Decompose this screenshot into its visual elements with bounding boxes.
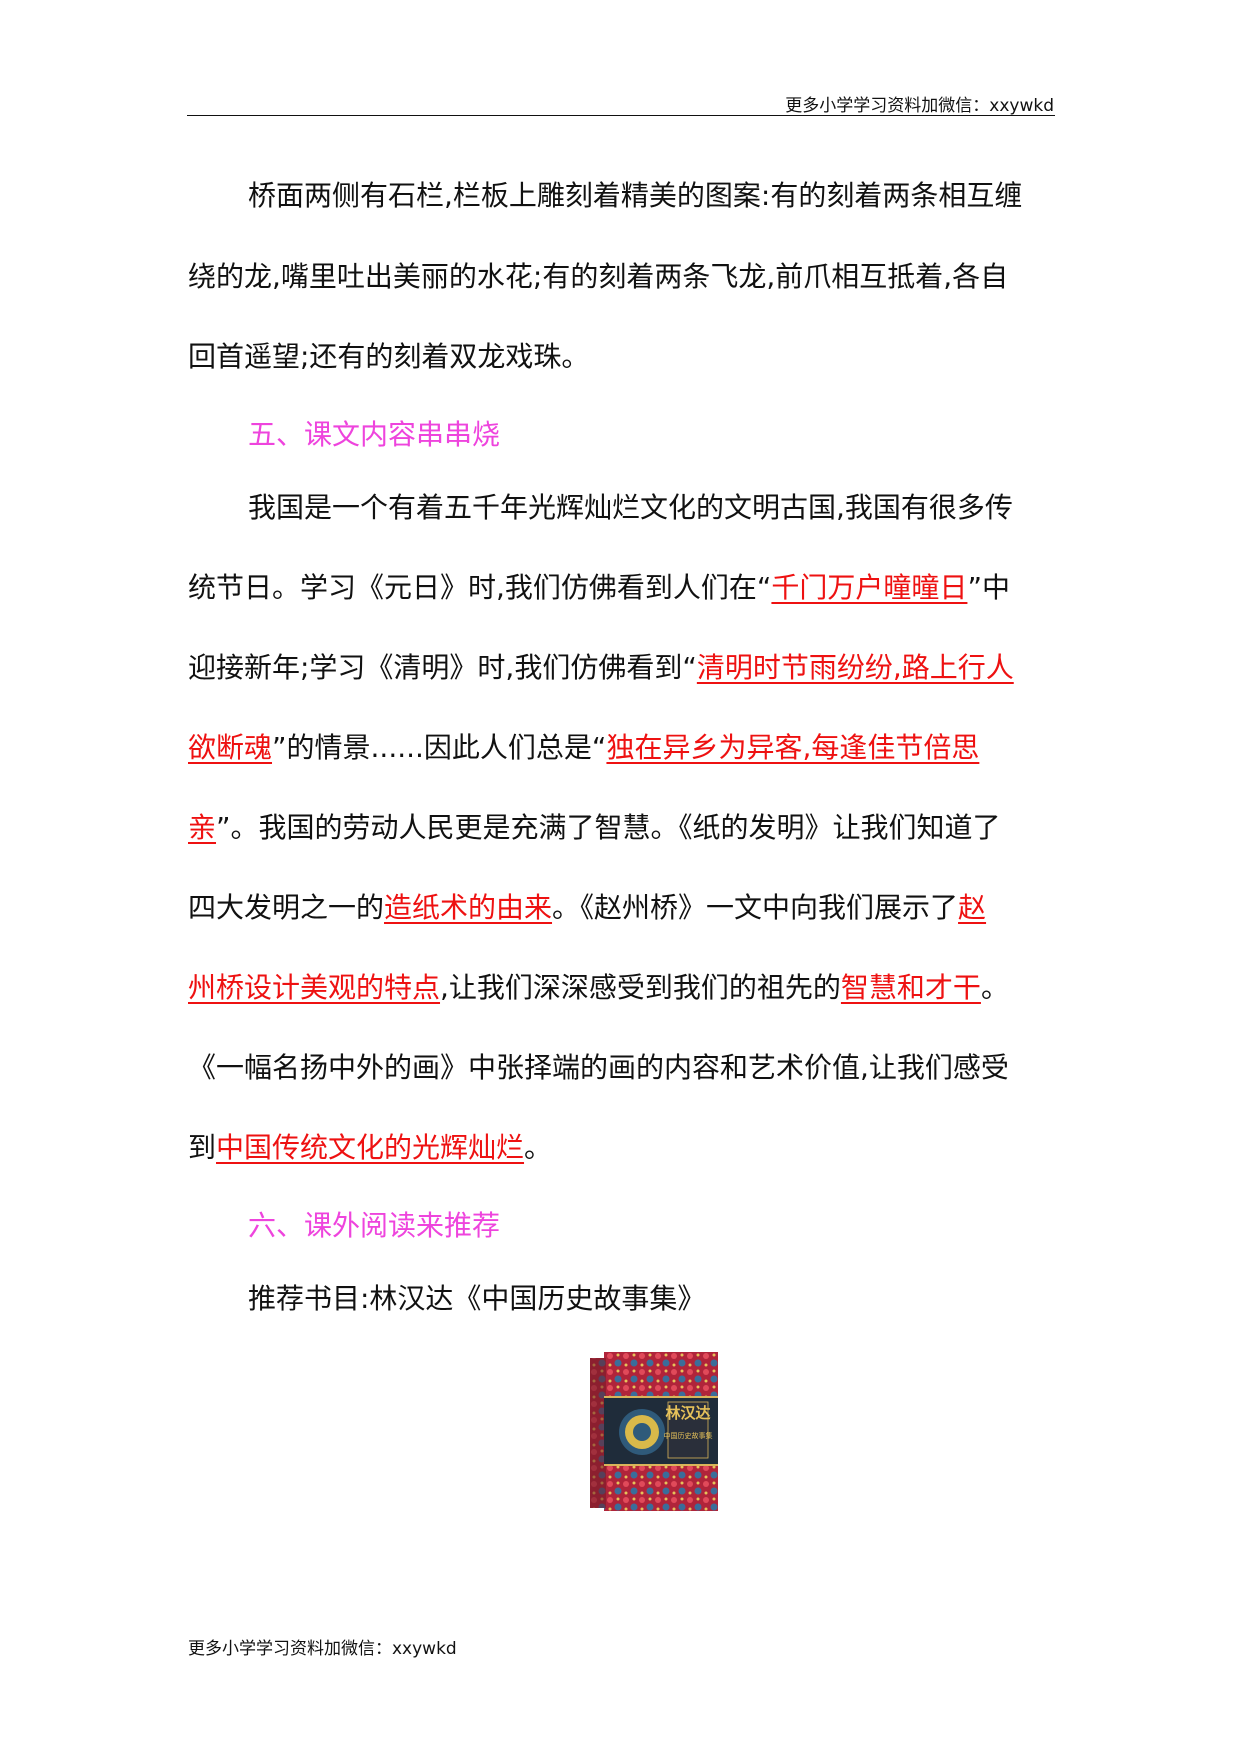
highlight-phrase: 千门万户曈曈日 [771,571,968,604]
paragraph-line: 统节日。学习《元日》时,我们仿佛看到人们在“千门万户曈曈日”中 [188,568,1010,608]
highlight-phrase: 清明时节雨纷纷,路上行人 [696,651,1014,684]
highlight-phrase: 州桥设计美观的特点 [188,971,441,1004]
paragraph-line: 《一幅名扬中外的画》中张择端的画的内容和艺术价值,让我们感受 [188,1051,1009,1084]
text-segment: ”的情景......因此人们总是“ [272,731,607,764]
paragraph-line: 我国是一个有着五千年光辉灿烂文化的文明古国,我国有很多传 [248,491,1013,524]
footer-note: 更多小学学习资料加微信：xxywkd [188,1639,457,1659]
paragraph-line: 绕的龙,嘴里吐出美丽的水花;有的刻着两条飞龙,前爪相互抵着,各自 [188,260,1009,293]
text-segment: 。 [980,971,1009,1004]
paragraph-line: 迎接新年;学习《清明》时,我们仿佛看到“清明时节雨纷纷,路上行人 [188,648,1014,688]
highlight-phrase: 造纸术的由来 [384,891,553,924]
highlight-phrase: 赵 [958,891,987,924]
text-segment: ,让我们深深感受到我们的祖先的 [440,971,841,1004]
book-author-text: 林汉达 [665,1404,710,1422]
paragraph-line: 亲”。我国的劳动人民更是充满了智慧。《纸的发明》让我们知道了 [188,808,1001,848]
paragraph-line: 四大发明之一的造纸术的由来。《赵州桥》一文中向我们展示了赵 [188,888,986,928]
header-note: 更多小学学习资料加微信：xxywkd [785,96,1054,116]
highlight-phrase: 中国传统文化的光辉灿烂 [216,1131,525,1164]
highlight-phrase: 欲断魂 [188,731,273,764]
highlight-phrase: 亲 [188,811,217,844]
text-segment: 到 [188,1131,217,1164]
text-segment: 迎接新年;学习《清明》时,我们仿佛看到“ [188,651,697,684]
paragraph-line: 到中国传统文化的光辉灿烂。 [188,1128,552,1168]
text-segment: 统节日。学习《元日》时,我们仿佛看到人们在“ [188,571,772,604]
paragraph-line: 欲断魂”的情景......因此人们总是“独在异乡为异客,每逢佳节倍思 [188,728,979,768]
text-segment: ”中 [967,571,1010,604]
highlight-phrase: 独在异乡为异客,每逢佳节倍思 [606,731,980,764]
section-heading-5: 五、课文内容串串烧 [248,418,501,451]
paragraph-line: 桥面两侧有石栏,栏板上雕刻着精美的图案:有的刻着两条相互缠 [248,179,1023,212]
book-title-text: 中国历史故事集 [664,1431,713,1440]
highlight-phrase: 智慧和才干 [840,971,981,1004]
header-divider [187,115,1055,116]
text-segment: 四大发明之一的 [188,891,385,924]
text-segment: ”。我国的劳动人民更是充满了智慧。《纸的发明》让我们知道了 [216,811,1001,844]
text-segment: 。 [524,1131,553,1164]
paragraph-line: 州桥设计美观的特点,让我们深深感受到我们的祖先的智慧和才干。 [188,968,1009,1008]
paragraph-line: 回首遥望;还有的刻着双龙戏珠。 [188,340,590,373]
book-cover-image: 林汉达 中国历史故事集 [590,1352,718,1511]
recommend-line: 推荐书目:林汉达《中国历史故事集》 [248,1282,706,1315]
text-segment: 。《赵州桥》一文中向我们展示了 [552,891,959,924]
section-heading-6: 六、课外阅读来推荐 [248,1209,501,1242]
